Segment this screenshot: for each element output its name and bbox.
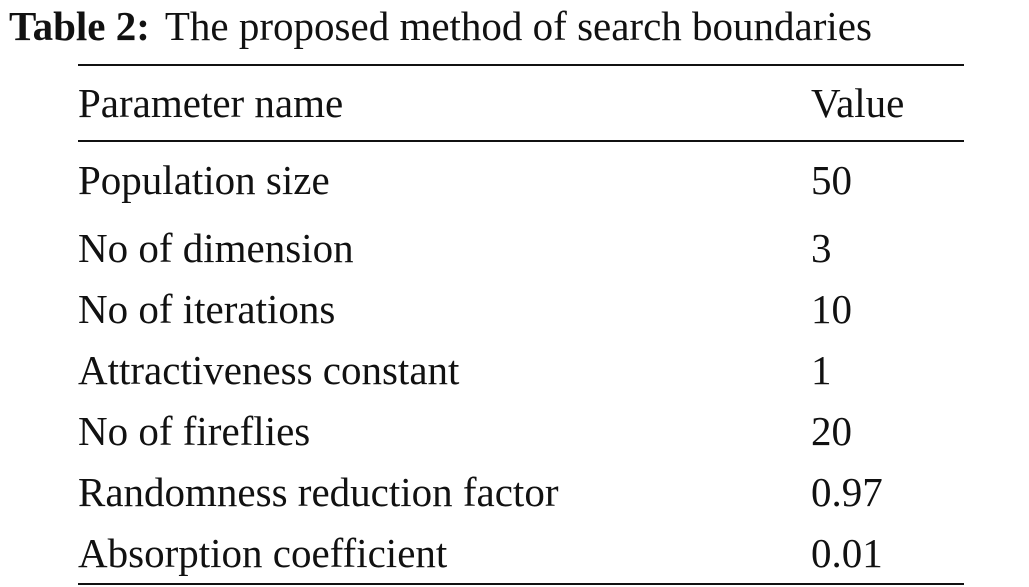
caption-label: Table 2: <box>9 3 150 49</box>
parameter-name-cell: No of dimension <box>78 225 354 271</box>
parameter-name-cell: Population size <box>78 157 330 203</box>
table-row: Population size 50 <box>78 141 964 218</box>
parameter-value-cell: 3 <box>811 225 832 271</box>
parameter-value-cell: 10 <box>811 286 852 332</box>
parameter-name-cell: Randomness reduction factor <box>78 469 559 515</box>
parameter-table-container: Parameter name Value Population size 50 … <box>78 64 964 585</box>
header-parameter-name: Parameter name <box>78 80 344 126</box>
parameter-name-cell: No of fireflies <box>78 408 311 454</box>
header-value: Value <box>811 80 905 126</box>
parameter-table: Parameter name Value Population size 50 … <box>78 64 964 585</box>
table-header: Parameter name Value <box>78 65 964 141</box>
table-body: Population size 50 No of dimension 3 No … <box>78 141 964 584</box>
parameter-name-cell: Absorption coefficient <box>78 530 448 576</box>
table-row: No of iterations 10 <box>78 279 964 340</box>
table-row: Randomness reduction factor 0.97 <box>78 462 964 523</box>
table-row: No of dimension 3 <box>78 218 964 279</box>
table-caption: Table 2: The proposed method of search bo… <box>9 2 1024 50</box>
parameter-value-cell: 1 <box>811 347 832 393</box>
header-row: Parameter name Value <box>78 65 964 141</box>
parameter-name-cell: Attractiveness constant <box>78 347 460 393</box>
parameter-value-cell: 0.97 <box>811 469 883 515</box>
parameter-value-cell: 50 <box>811 157 852 203</box>
parameter-value-cell: 0.01 <box>811 530 883 576</box>
parameter-value-cell: 20 <box>811 408 852 454</box>
table-row: Absorption coefficient 0.01 <box>78 523 964 584</box>
parameter-name-cell: No of iterations <box>78 286 336 332</box>
caption-text: The proposed method of search boundaries <box>164 3 872 49</box>
table-row: No of fireflies 20 <box>78 401 964 462</box>
table-row: Attractiveness constant 1 <box>78 340 964 401</box>
